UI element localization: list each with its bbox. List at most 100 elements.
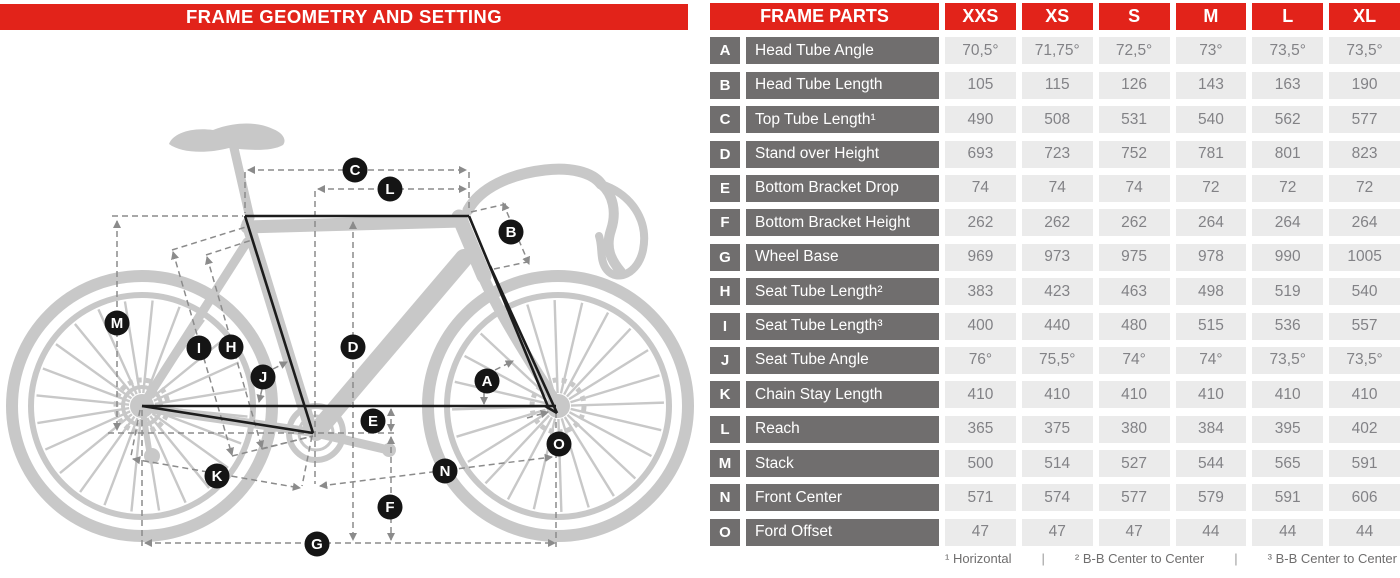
cell-value-J-xl: 73,5° <box>1329 346 1400 374</box>
cell-value-N-xl: 606 <box>1329 484 1400 512</box>
letter-badge-text: B <box>506 224 517 241</box>
footnote-3: ³ B-B Center to Center <box>1267 551 1397 566</box>
row-label-B: Head Tube Length <box>746 71 939 99</box>
cell-value-O-xs: 47 <box>1021 518 1093 546</box>
wheel-spoke <box>563 416 615 497</box>
diagram-label-G: G <box>304 531 330 557</box>
footnote-separator: | <box>1234 551 1238 566</box>
cell-value-B-xxs: 105 <box>945 71 1016 99</box>
cell-value-N-m: 579 <box>1175 484 1247 512</box>
row-key-N: N <box>710 484 740 512</box>
cell-value-M-m: 544 <box>1175 450 1247 478</box>
cell-value-J-s: 74° <box>1098 346 1170 374</box>
letter-badge-circle <box>204 463 230 489</box>
cell-value-L-m: 384 <box>1175 415 1247 443</box>
brake-hood-silhouette <box>596 179 626 277</box>
letter-badge-circle <box>340 334 366 360</box>
table-header-frame-parts: FRAME PARTS <box>710 3 939 30</box>
handlebar-drop-silhouette <box>595 180 649 280</box>
row-label-M: Stack <box>746 450 939 478</box>
diagram-label-E: E <box>360 408 386 434</box>
wheel-spoke <box>454 380 546 405</box>
row-label-A: Head Tube Angle <box>746 37 939 65</box>
frame-geometry-outline <box>141 214 559 435</box>
cell-value-E-xs: 74 <box>1021 174 1093 202</box>
diagram-label-C: C <box>342 157 368 183</box>
letter-badge-text: I <box>197 340 201 357</box>
dim-fork-offset-O-arrow <box>526 410 549 419</box>
geometry-seat-tube-line <box>243 215 315 434</box>
row-key-M: M <box>710 450 740 478</box>
cell-value-O-xxs: 47 <box>945 518 1016 546</box>
cell-value-G-xxs: 969 <box>945 243 1016 271</box>
size-col-header-m: M <box>1175 3 1247 30</box>
cell-value-F-s: 262 <box>1098 209 1170 237</box>
letter-badge-text: M <box>111 315 124 332</box>
cell-value-A-s: 72,5° <box>1098 37 1170 65</box>
letter-badge-text: F <box>385 499 394 516</box>
letter-badge-text: H <box>226 339 237 356</box>
cell-value-A-xxs: 70,5° <box>945 37 1016 65</box>
diagram-label-L: L <box>377 176 403 202</box>
cell-value-D-xs: 723 <box>1021 140 1093 168</box>
diagram-label-F: F <box>377 494 403 520</box>
footnote-separator: | <box>1041 551 1045 566</box>
dim-head-angle-A-arrow1 <box>494 360 514 371</box>
letter-badge-circle <box>432 458 458 484</box>
size-col-header-l: L <box>1252 3 1324 30</box>
cell-value-N-l: 591 <box>1252 484 1324 512</box>
row-key-O: O <box>710 518 740 546</box>
row-label-L: Reach <box>746 415 939 443</box>
cell-value-G-xl: 1005 <box>1329 243 1400 271</box>
cell-value-G-m: 978 <box>1175 243 1247 271</box>
row-label-E: Bottom Bracket Drop <box>746 174 939 202</box>
row-label-D: Stand over Height <box>746 140 939 168</box>
letter-badge-text: G <box>311 536 323 553</box>
cell-value-H-xs: 423 <box>1021 278 1093 306</box>
row-key-A: A <box>710 37 740 65</box>
cell-value-A-l: 73,5° <box>1252 37 1324 65</box>
cell-value-K-xl: 410 <box>1329 381 1400 409</box>
cell-value-M-xxs: 500 <box>945 450 1016 478</box>
row-key-I: I <box>710 312 740 340</box>
cell-value-F-xl: 264 <box>1329 209 1400 237</box>
saddle-silhouette <box>169 123 285 152</box>
dim-seat-angle-J-arrow2 <box>256 388 265 404</box>
cell-value-J-l: 73,5° <box>1252 346 1324 374</box>
dim-front-center-N <box>318 453 554 490</box>
cell-value-I-xxs: 400 <box>945 312 1016 340</box>
cell-value-J-xxs: 76° <box>945 346 1016 374</box>
seat-stay-silhouette <box>141 237 252 405</box>
diagram-label-N: N <box>432 458 458 484</box>
diagram-label-B: B <box>498 219 524 245</box>
geometry-fork-line <box>488 265 559 414</box>
dim-seat-tube-H <box>205 256 264 449</box>
cell-value-A-xl: 73,5° <box>1329 37 1400 65</box>
footnote-1: ¹ Horizontal <box>945 551 1012 566</box>
letter-badge-text: N <box>440 463 451 480</box>
row-label-H: Seat Tube Length² <box>746 278 939 306</box>
cell-value-H-xl: 540 <box>1329 278 1400 306</box>
cell-value-G-s: 975 <box>1098 243 1170 271</box>
letter-badge-text: E <box>368 413 378 430</box>
cell-value-M-xl: 591 <box>1329 450 1400 478</box>
cell-value-N-xxs: 571 <box>945 484 1016 512</box>
cell-value-J-xs: 75,5° <box>1021 346 1093 374</box>
row-key-K: K <box>710 381 740 409</box>
cell-value-O-xl: 44 <box>1329 518 1400 546</box>
dim-guide-b-top <box>470 203 507 213</box>
letter-badge-circle <box>186 335 212 361</box>
letter-badge-text: O <box>553 436 565 453</box>
cell-value-I-m: 515 <box>1175 312 1247 340</box>
row-key-D: D <box>710 140 740 168</box>
derailleur-hanger-silhouette <box>139 403 152 453</box>
cell-value-G-l: 990 <box>1252 243 1324 271</box>
cell-value-L-xxs: 365 <box>945 415 1016 443</box>
cell-value-A-xs: 71,75° <box>1021 37 1093 65</box>
cell-value-G-xs: 973 <box>1021 243 1093 271</box>
cell-value-I-xl: 557 <box>1329 312 1400 340</box>
footnote-2: ² B-B Center to Center <box>1074 551 1205 566</box>
cell-value-K-m: 410 <box>1175 381 1247 409</box>
cell-value-E-l: 72 <box>1252 174 1324 202</box>
